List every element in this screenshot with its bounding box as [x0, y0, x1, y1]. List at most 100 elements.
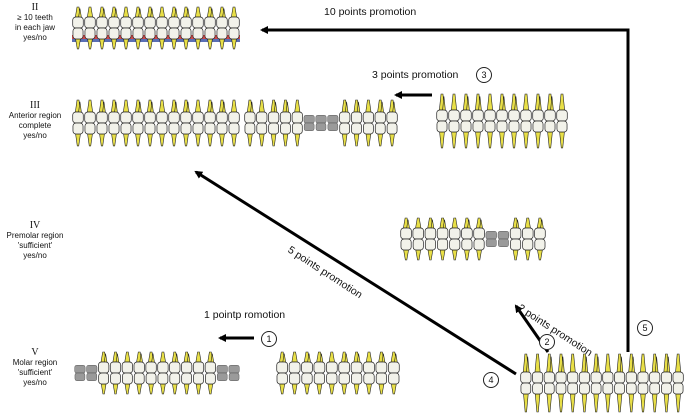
upper-tooth	[325, 351, 338, 374]
arrow-10-points	[260, 26, 630, 352]
upper-tooth	[522, 217, 534, 240]
lower-tooth	[661, 382, 672, 413]
upper-tooth	[543, 353, 555, 384]
lower-tooth	[556, 120, 568, 149]
lower-tooth	[363, 372, 375, 395]
prosthesis-bar-blue	[72, 38, 240, 42]
upper-tooth	[448, 93, 460, 122]
upper-tooth	[144, 99, 156, 124]
step-badge-3: 3	[476, 67, 492, 83]
lower-tooth	[544, 382, 555, 413]
lower-tooth	[339, 122, 351, 147]
upper-tooth	[350, 351, 363, 374]
lower-tooth	[204, 122, 216, 147]
upper-tooth	[555, 353, 567, 384]
upper-tooth	[350, 99, 363, 124]
lower-tooth	[326, 372, 338, 395]
upper-tooth	[204, 6, 216, 29]
lower-tooth	[510, 238, 522, 261]
upper-tooth	[363, 351, 375, 374]
lower-tooth	[303, 122, 315, 131]
lower-tooth	[508, 120, 520, 149]
lower-tooth	[156, 122, 168, 147]
upper-tooth	[256, 99, 268, 124]
upper-tooth	[436, 217, 449, 240]
upper-tooth	[216, 6, 228, 29]
arrow-5-points	[194, 170, 517, 376]
lower-tooth	[157, 372, 169, 395]
lower-tooth	[98, 372, 109, 395]
lower-tooth	[449, 238, 461, 261]
upper-tooth	[120, 99, 132, 124]
upper-tooth	[192, 351, 205, 374]
upper-tooth	[520, 93, 532, 122]
lower-tooth	[412, 238, 424, 261]
dentition-level-iii-anterior-gap	[244, 99, 398, 147]
upper-tooth	[520, 353, 532, 384]
upper-tooth	[424, 217, 437, 240]
lower-tooth	[122, 372, 133, 395]
lower-tooth	[461, 238, 473, 261]
upper-tooth	[279, 99, 292, 124]
upper-tooth	[144, 6, 156, 29]
step-badge-2: 2	[539, 334, 555, 350]
lower-tooth	[169, 372, 181, 395]
upper-tooth	[121, 351, 133, 374]
lower-tooth	[484, 120, 496, 149]
upper-tooth	[98, 351, 110, 374]
lower-tooth	[496, 120, 508, 149]
lower-tooth	[498, 238, 509, 247]
label-10-points: 10 points promotion	[324, 6, 417, 18]
upper-tooth	[590, 353, 602, 384]
lower-tooth	[649, 382, 660, 413]
lower-tooth	[315, 122, 327, 131]
upper-tooth	[168, 6, 180, 29]
upper-tooth	[313, 351, 326, 374]
upper-tooth	[339, 99, 351, 124]
lower-tooth	[532, 382, 543, 413]
dentition-level-iv	[400, 217, 546, 261]
lower-tooth	[108, 27, 120, 50]
upper-tooth	[362, 99, 374, 124]
lower-tooth	[193, 372, 204, 395]
lower-tooth	[110, 372, 121, 395]
upper-tooth	[602, 353, 614, 384]
upper-tooth	[338, 351, 351, 374]
lower-tooth	[228, 372, 240, 381]
upper-tooth	[649, 353, 661, 384]
lower-tooth	[256, 122, 268, 147]
prosthesis-bar-red	[72, 35, 240, 39]
lower-tooth	[424, 238, 436, 261]
lower-tooth	[228, 27, 240, 50]
lower-tooth	[520, 120, 532, 149]
upper-tooth	[637, 353, 649, 384]
lower-tooth	[96, 122, 108, 147]
lower-tooth	[313, 372, 325, 395]
dentition-start	[520, 353, 684, 413]
upper-tooth	[204, 351, 216, 374]
upper-tooth	[449, 217, 461, 240]
lower-tooth	[132, 27, 144, 50]
lower-tooth	[145, 372, 157, 395]
upper-tooth	[216, 99, 228, 124]
lower-tooth	[672, 382, 684, 413]
upper-tooth	[276, 351, 289, 374]
lower-tooth	[473, 238, 485, 261]
upper-tooth	[96, 99, 108, 124]
lower-tooth	[567, 382, 578, 413]
upper-tooth	[288, 351, 301, 374]
upper-tooth	[145, 351, 157, 374]
upper-tooth	[508, 93, 520, 122]
lower-tooth	[96, 27, 108, 50]
lower-tooth	[228, 122, 240, 147]
dentition-level-v-right	[276, 351, 400, 395]
lower-tooth	[168, 27, 180, 50]
upper-tooth	[412, 217, 424, 240]
upper-tooth	[192, 6, 204, 29]
step-badge-4: 4	[483, 372, 499, 388]
lower-tooth	[216, 122, 228, 147]
lower-tooth	[84, 27, 96, 50]
lower-tooth	[120, 27, 132, 50]
lower-tooth	[363, 122, 374, 147]
